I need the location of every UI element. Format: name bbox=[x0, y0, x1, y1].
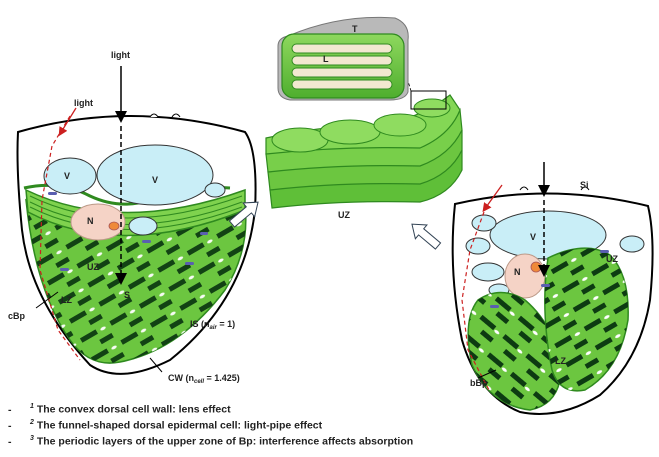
right-vacuole-1 bbox=[471, 214, 497, 232]
label-si: Si bbox=[580, 180, 589, 190]
label-is: IS (nair = 1) bbox=[190, 319, 235, 331]
left-red-ray bbox=[39, 115, 81, 361]
right-cell-bumps bbox=[519, 186, 590, 191]
thylakoid-detail bbox=[277, 16, 409, 101]
note-item: -3 The periodic layers of the upper zone… bbox=[8, 435, 414, 448]
left-vacuole-tiny-2 bbox=[128, 216, 158, 236]
label-n-right: N bbox=[514, 267, 521, 277]
notes-list: -1 The convex dorsal cell wall: lens eff… bbox=[8, 399, 648, 448]
label-uz-right: UZ bbox=[606, 254, 618, 264]
left-nucleolus bbox=[108, 221, 120, 231]
right-cell bbox=[451, 162, 654, 415]
right-vacuole-4 bbox=[619, 235, 645, 253]
label-uz-center: UZ bbox=[338, 210, 350, 220]
label-cw: CW (ncell = 1.425) bbox=[168, 373, 240, 385]
note-item: -1 The convex dorsal cell wall: lens eff… bbox=[8, 403, 231, 416]
right-vacuole-2 bbox=[465, 237, 491, 255]
right-vacuole-3 bbox=[471, 262, 505, 282]
right-mitochondria bbox=[490, 250, 609, 308]
left-vacuole-big bbox=[96, 144, 214, 206]
label-l: L bbox=[323, 54, 329, 64]
label-uz-left: UZ bbox=[87, 262, 99, 272]
block-arrow-left bbox=[228, 201, 259, 228]
label-lz-left: LZ bbox=[61, 295, 72, 305]
cbp-leader bbox=[35, 291, 59, 309]
label-v-right: V bbox=[530, 232, 536, 242]
left-vacuole-tiny-1 bbox=[204, 182, 226, 198]
cw-leader bbox=[149, 357, 163, 373]
block-arrow-right bbox=[411, 223, 442, 250]
left-lower-grana bbox=[26, 200, 246, 364]
label-light-side: light bbox=[74, 98, 93, 108]
left-mitochondria bbox=[48, 192, 208, 271]
zoom-box bbox=[410, 90, 447, 110]
bbp-leader bbox=[477, 369, 497, 379]
label-v1: V bbox=[64, 171, 70, 181]
right-nucleus bbox=[504, 253, 546, 299]
left-upper-lamella-1 bbox=[29, 195, 243, 219]
label-light-top: light bbox=[111, 50, 130, 60]
right-red-ray-arrow bbox=[482, 184, 503, 213]
left-vacuole-small bbox=[43, 157, 97, 195]
left-cell-bumps bbox=[149, 113, 181, 118]
label-v2: V bbox=[152, 175, 158, 185]
right-nucleolus bbox=[530, 261, 542, 273]
note-item: -2 The funnel-shaped dorsal epidermal ce… bbox=[8, 419, 323, 432]
right-chloroplast-left-grana bbox=[468, 292, 560, 410]
label-lz-right: LZ bbox=[555, 356, 566, 366]
right-chloroplast-right-grana bbox=[544, 248, 629, 391]
label-t: T bbox=[352, 24, 358, 34]
left-nucleus bbox=[70, 203, 126, 241]
left-red-ray-arrow bbox=[58, 107, 77, 137]
label-n-left: N bbox=[87, 216, 94, 226]
center-chloroplast-stack bbox=[265, 94, 463, 209]
label-s: S bbox=[124, 290, 130, 300]
label-cbp: cBp bbox=[8, 311, 26, 321]
right-red-ray bbox=[461, 211, 491, 393]
label-bbp: bBp bbox=[470, 378, 488, 388]
left-upper-lamella-2 bbox=[29, 201, 243, 225]
left-upper-lamella-3 bbox=[29, 206, 243, 230]
